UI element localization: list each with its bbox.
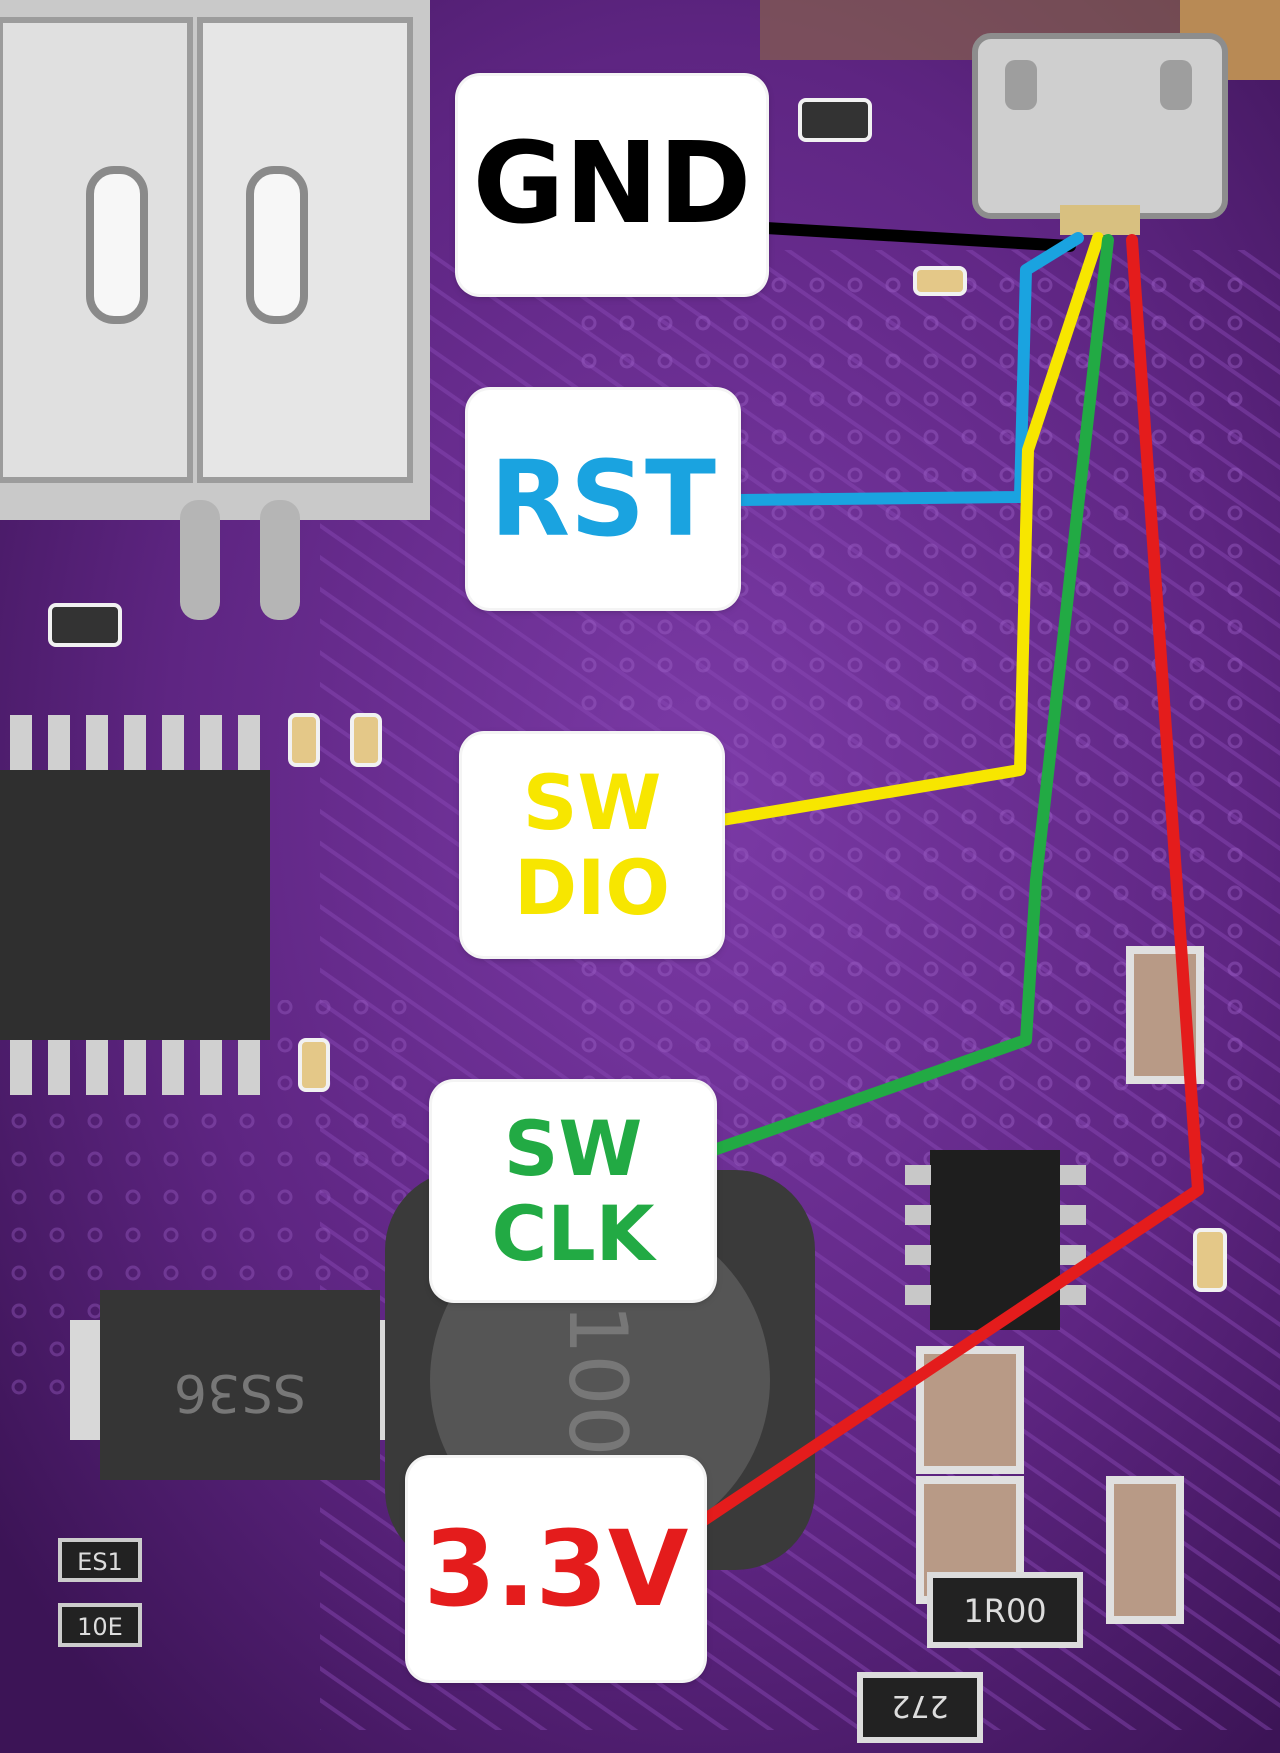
- inductor-marking: 100: [551, 1304, 644, 1457]
- wire-swclk: [708, 234, 1114, 1156]
- label-swclk-line2: CLK: [491, 1189, 655, 1278]
- label-rst: RST: [468, 390, 738, 608]
- label-swclk-line1: SW: [503, 1103, 643, 1193]
- label-swdio: SW DIO: [462, 734, 722, 956]
- small-part-b-marking: 10E: [77, 1613, 123, 1641]
- wire-rst: [732, 232, 1084, 506]
- ic-chip-right: [905, 1150, 1086, 1330]
- resistor-272: 272: [857, 1672, 983, 1743]
- wires: [698, 222, 1204, 1526]
- wire-3v3: [698, 234, 1204, 1526]
- diode-ss36: SS36: [70, 1290, 410, 1480]
- wire-gnd: [760, 222, 1076, 252]
- label-gnd: GND: [458, 76, 766, 294]
- ic-chip-left: [0, 715, 270, 1095]
- resistor-1r00: 1R00: [927, 1572, 1083, 1648]
- capacitors: [916, 946, 1204, 1624]
- resistor-1r00-marking: 1R00: [963, 1592, 1046, 1630]
- smd-pads: [48, 98, 1227, 1292]
- label-swdio-line2: DIO: [514, 843, 670, 932]
- label-rst-text: RST: [490, 437, 716, 560]
- usb-a-connector: [0, 0, 430, 620]
- small-part-a-marking: ES1: [77, 1548, 123, 1576]
- label-swclk: SW CLK: [432, 1082, 714, 1300]
- micro-usb-connector: [972, 33, 1228, 235]
- label-gnd-text: GND: [472, 119, 752, 250]
- resistor-272-marking: 272: [891, 1688, 948, 1723]
- label-swdio-line1: SW: [522, 757, 662, 847]
- label-3v3-text: 3.3V: [423, 1507, 689, 1630]
- label-3v3: 3.3V: [408, 1458, 704, 1680]
- diode-marking: SS36: [174, 1362, 306, 1422]
- small-parts: ES1 10E: [58, 1538, 142, 1647]
- wire-swdio: [716, 232, 1104, 826]
